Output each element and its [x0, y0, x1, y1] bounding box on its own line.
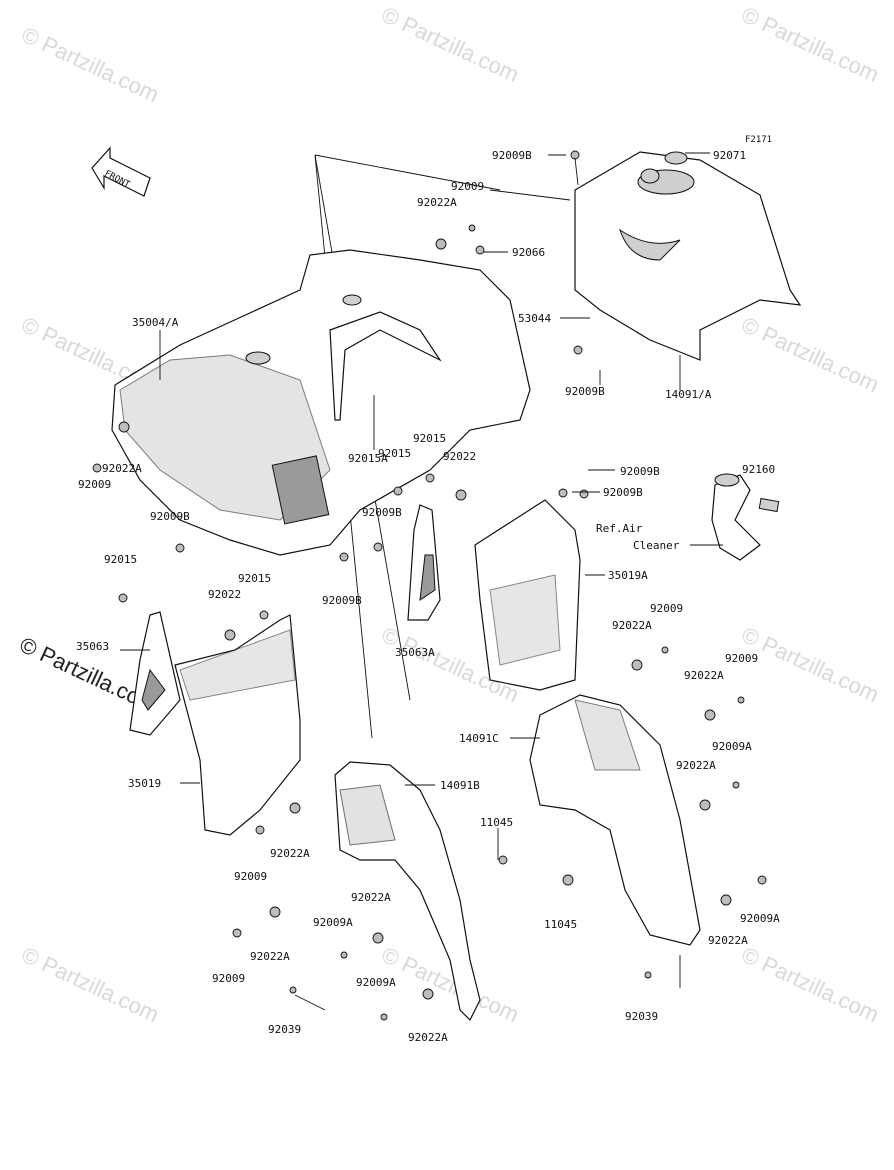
leader-lines [120, 152, 723, 1011]
part-label: 92071 [713, 149, 746, 162]
bracket-35063a [407, 504, 441, 621]
mud-guard-35019a [474, 499, 581, 691]
part-label: 35004/A [132, 316, 179, 329]
front-fender-14091c [529, 694, 701, 946]
part-label: 92009B [150, 510, 190, 523]
part-label: 35019A [608, 569, 648, 582]
part-label: 92022 [443, 450, 476, 463]
part-label: 92009B [620, 465, 660, 478]
part-label: 14091C [459, 732, 499, 745]
part-label: 92022A [684, 669, 724, 682]
part-label: 35063A [395, 646, 435, 659]
part-label: 92022A [102, 462, 142, 475]
part-label: 92022A [708, 934, 748, 947]
part-label: 92022A [270, 847, 310, 860]
watermark-text: © Partzilla.com [738, 312, 883, 397]
figure-code: F2171 [745, 135, 772, 145]
part-label: 35019 [128, 777, 161, 790]
part-label: 11045 [480, 816, 513, 829]
part-label: 92022A [676, 759, 716, 772]
part-label: 92009A [740, 912, 780, 925]
front-arrow-icon: FRONT [91, 146, 151, 197]
part-label: 92160 [742, 463, 775, 476]
part-label: 92039 [268, 1023, 301, 1036]
part-label: 92009A [356, 976, 396, 989]
part-label: 92022A [417, 196, 457, 209]
part-label: 92022A [250, 950, 290, 963]
part-label: 92009B [603, 486, 643, 499]
part-label: 14091/A [665, 388, 712, 401]
ref-note: Cleaner [633, 539, 680, 552]
watermark-text: © Partzilla.com [738, 622, 883, 707]
part-label: 92015 [378, 447, 411, 460]
part-label: 11045 [544, 918, 577, 931]
tank-cover-14091a [574, 151, 802, 361]
part-label: 92015 [413, 432, 446, 445]
rear-fender-35004a [111, 249, 531, 556]
watermark-text: © Partzilla.com [18, 22, 163, 107]
part-label: 35063 [76, 640, 109, 653]
watermark-text: © Partzilla.com [18, 942, 163, 1027]
part-label: 92009 [451, 180, 484, 193]
part-label: 14091B [440, 779, 480, 792]
part-label: 92022A [612, 619, 652, 632]
part-label: 53044 [518, 312, 551, 325]
part-label: 92009 [650, 602, 683, 615]
ref-note: Ref.Air [596, 522, 643, 535]
part-label: 92009A [313, 916, 353, 929]
part-label: 92015 [238, 572, 271, 585]
part-label: 92022 [208, 588, 241, 601]
part-label: 92009B [565, 385, 605, 398]
part-label: 92009A [712, 740, 752, 753]
part-label: 92039 [625, 1010, 658, 1023]
part-label: 92009B [492, 149, 532, 162]
watermark-text: © Partzilla.com [738, 2, 883, 87]
part-label: 92066 [512, 246, 545, 259]
part-label: 92009B [362, 506, 402, 519]
hardware-group [92, 150, 767, 1021]
part-label: 92009 [78, 478, 111, 491]
part-label: 92009 [212, 972, 245, 985]
part-label: 92022A [351, 891, 391, 904]
bracket-35063 [129, 611, 181, 736]
mud-guard-35019 [174, 614, 301, 836]
part-label: 92015A [348, 452, 388, 465]
part-label: 92009 [234, 870, 267, 883]
watermark-text: © Partzilla.com [738, 942, 883, 1027]
part-label: 92009B [322, 594, 362, 607]
part-label: 92022A [408, 1031, 448, 1044]
part-labels: 92009B 92071 92009 92022A 92066 35004/A … [76, 149, 780, 1044]
front-fender-14091b [334, 761, 481, 1022]
part-label: 92009 [725, 652, 758, 665]
air-cleaner-ref [711, 473, 780, 561]
watermark-text: © Partzilla.com [378, 2, 523, 87]
part-label: 92015 [104, 553, 137, 566]
